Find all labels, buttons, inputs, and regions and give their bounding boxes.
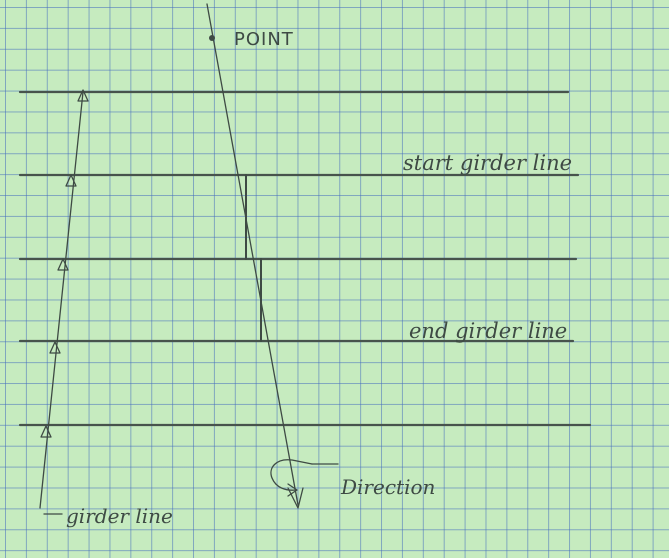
direction-ray-arrowhead: [287, 487, 304, 509]
curved-arrow-icon: [270, 459, 339, 497]
point-label: POINT: [234, 29, 294, 50]
girder-arrowhead-2: [65, 174, 77, 187]
direction-ray: [206, 3, 299, 506]
start-girder-line-label: start girder line: [403, 151, 572, 175]
girder-arrowhead-3: [57, 258, 69, 271]
direction-label: Direction: [340, 475, 435, 499]
end-girder-line-label: end girder line: [409, 319, 567, 343]
girder-arrowhead-top: [77, 89, 89, 102]
girder-arrowhead-5: [40, 425, 52, 438]
girder-line-label: girder line: [66, 504, 173, 528]
girder-arrowhead-4: [49, 341, 61, 354]
girder-line-ray: [39, 91, 84, 509]
point-marker: [209, 35, 215, 41]
